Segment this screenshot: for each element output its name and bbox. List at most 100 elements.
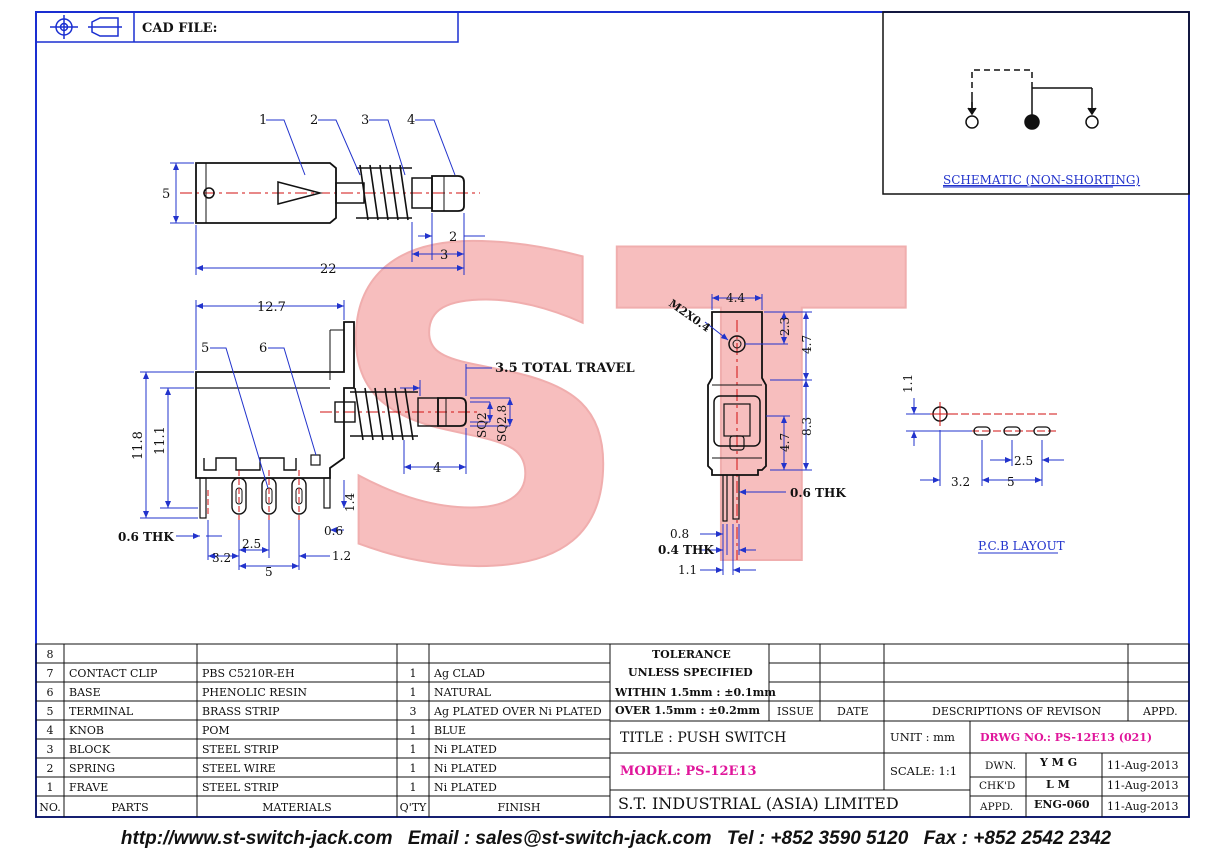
parts-cell-no: 5	[47, 705, 54, 718]
dim-4-4: 4.4	[726, 291, 745, 305]
chkd-label: CHK'D	[979, 780, 1015, 792]
rev-desc-header: DESCRIPTIONS OF REVISON	[932, 705, 1101, 718]
pcb-layout: 1.1 2.5 3.2 5 P.C.B LAYOUT	[901, 374, 1065, 554]
dim-5-side: 5	[265, 565, 273, 579]
dim-4-7-bottom: 4.7	[778, 433, 792, 452]
chkd-name: L M	[1046, 778, 1070, 791]
parts-cell-qty: 1	[410, 781, 417, 794]
header-box: CAD FILE:	[35, 11, 459, 43]
schematic-title: SCHEMATIC (NON-SHORTING)	[943, 173, 1140, 187]
rev-appd-header: APPD.	[1142, 705, 1178, 718]
parts-cell-part: BASE	[69, 686, 101, 699]
parts-cell-material: STEEL STRIP	[202, 781, 279, 794]
parts-cell-qty: 1	[410, 686, 417, 699]
tolerance-line-3: WITHIN 1.5mm : ±0.1mm	[614, 686, 776, 699]
scale-text: SCALE: 1:1	[890, 764, 957, 778]
footer-tel: Tel : +852 3590 5120	[726, 828, 909, 849]
footer-email[interactable]: Email : sales@st-switch-jack.com	[407, 828, 712, 849]
end-view: 4.4 M2X0.4 2.3 4.7 8.3 4.7 0.6 THK 0.8 0…	[658, 291, 846, 577]
dim-0-4-thk: 0.4 THK	[658, 543, 714, 557]
cad-file-label: CAD FILE:	[142, 21, 217, 36]
parts-cell-part: FRAVE	[69, 781, 108, 794]
parts-cell-qty: 3	[410, 705, 417, 718]
rev-issue-header: ISSUE	[777, 705, 814, 718]
dim-1-4: 1.4	[343, 493, 357, 512]
dwn-date: 11-Aug-2013	[1107, 759, 1179, 772]
parts-cell-material: STEEL STRIP	[202, 743, 279, 756]
parts-cell-finish: Ag PLATED OVER Ni PLATED	[433, 705, 602, 718]
dwn-label: DWN.	[985, 760, 1016, 772]
parts-cell-qty: 1	[410, 667, 417, 680]
parts-cell-finish: Ni PLATED	[434, 743, 497, 756]
parts-cell-part: KNOB	[69, 724, 104, 737]
parts-header-materials: MATERIALS	[262, 801, 331, 814]
dim-0-6-thk: 0.6 THK	[118, 530, 174, 544]
company-name: S.T. INDUSTRIAL (ASIA) LIMITED	[618, 794, 899, 813]
parts-cell-material: STEEL WIRE	[202, 762, 276, 775]
dim-end-0-6-thk: 0.6 THK	[790, 486, 846, 500]
parts-cell-no: 4	[47, 724, 54, 737]
appd-label: APPD.	[979, 801, 1013, 813]
parts-header-no: NO.	[39, 801, 61, 814]
parts-cell-finish: BLUE	[434, 724, 466, 737]
tolerance-line-4: OVER 1.5mm : ±0.2mm	[615, 704, 760, 717]
dim-sq2-8: SQ2.8	[495, 405, 509, 442]
dim-0-6: 0.6	[324, 524, 343, 538]
footer-fax: Fax : +852 2542 2342	[923, 828, 1112, 849]
appd-name: ENG-060	[1034, 798, 1090, 811]
dim-1-2: 1.2	[332, 549, 351, 563]
dim-total-travel: 3.5 TOTAL TRAVEL	[495, 361, 635, 376]
title-text: TITLE : PUSH SWITCH	[620, 730, 786, 746]
parts-cell-finish: Ni PLATED	[434, 762, 497, 775]
parts-cell-finish: Ag CLAD	[433, 667, 485, 680]
pcb-dim-5: 5	[1007, 475, 1015, 489]
parts-cell-material: POM	[202, 724, 230, 737]
footer-contact-bar: http://www.st-switch-jack.com Email : sa…	[0, 824, 1232, 854]
callout-4: 4	[407, 113, 415, 128]
drwg-no: DRWG NO.: PS-12E13 (021)	[980, 731, 1152, 744]
tolerance-line-2: UNLESS SPECIFIED	[628, 666, 753, 679]
dim-12-7: 12.7	[257, 300, 286, 315]
dim-2-3: 2.3	[778, 317, 792, 336]
parts-header-finish: FINISH	[497, 801, 540, 814]
parts-cell-no: 7	[47, 667, 54, 680]
watermark: ST	[324, 161, 931, 663]
parts-cell-part: BLOCK	[69, 743, 111, 756]
dim-11-8: 11.8	[131, 431, 146, 460]
dim-3: 3	[440, 248, 448, 263]
rev-date-header: DATE	[837, 705, 869, 718]
dim-0-8: 0.8	[670, 527, 689, 541]
projection-symbol-icon	[50, 15, 122, 39]
callout-6: 6	[259, 341, 267, 356]
dim-4-7-top: 4.7	[800, 335, 814, 354]
parts-cell-material: PBS C5210R-EH	[202, 667, 295, 680]
dim-length-22: 22	[320, 262, 337, 277]
parts-cell-no: 6	[47, 686, 54, 699]
dim-8-3: 8.3	[800, 417, 814, 436]
callout-1: 1	[259, 113, 267, 128]
schematic-symbol	[965, 69, 1099, 130]
dwn-name: Y M G	[1039, 756, 1077, 769]
dim-1-1-end: 1.1	[678, 563, 697, 577]
parts-table	[35, 643, 611, 818]
footer-url[interactable]: http://www.st-switch-jack.com	[120, 828, 393, 849]
appd-date: 11-Aug-2013	[1107, 800, 1179, 813]
unit-text: UNIT : mm	[890, 730, 955, 744]
pcb-dim-3-2: 3.2	[951, 475, 970, 489]
model-text: MODEL: PS-12E13	[620, 764, 757, 779]
parts-cell-qty: 1	[410, 743, 417, 756]
parts-cell-no: 3	[47, 743, 54, 756]
dim-2-5: 2.5	[242, 537, 261, 551]
parts-cell-material: BRASS STRIP	[202, 705, 280, 718]
callout-5: 5	[201, 341, 209, 356]
dim-3-2: 3.2	[212, 551, 231, 565]
parts-header-parts: PARTS	[111, 801, 148, 814]
watermark-text: ST	[325, 162, 910, 662]
parts-cell-no: 8	[47, 648, 54, 661]
title-block	[609, 720, 1190, 818]
dim-4-side: 4	[433, 461, 441, 476]
parts-cell-finish: NATURAL	[434, 686, 492, 699]
tolerance-line-1: TOLERANCE	[652, 648, 731, 661]
